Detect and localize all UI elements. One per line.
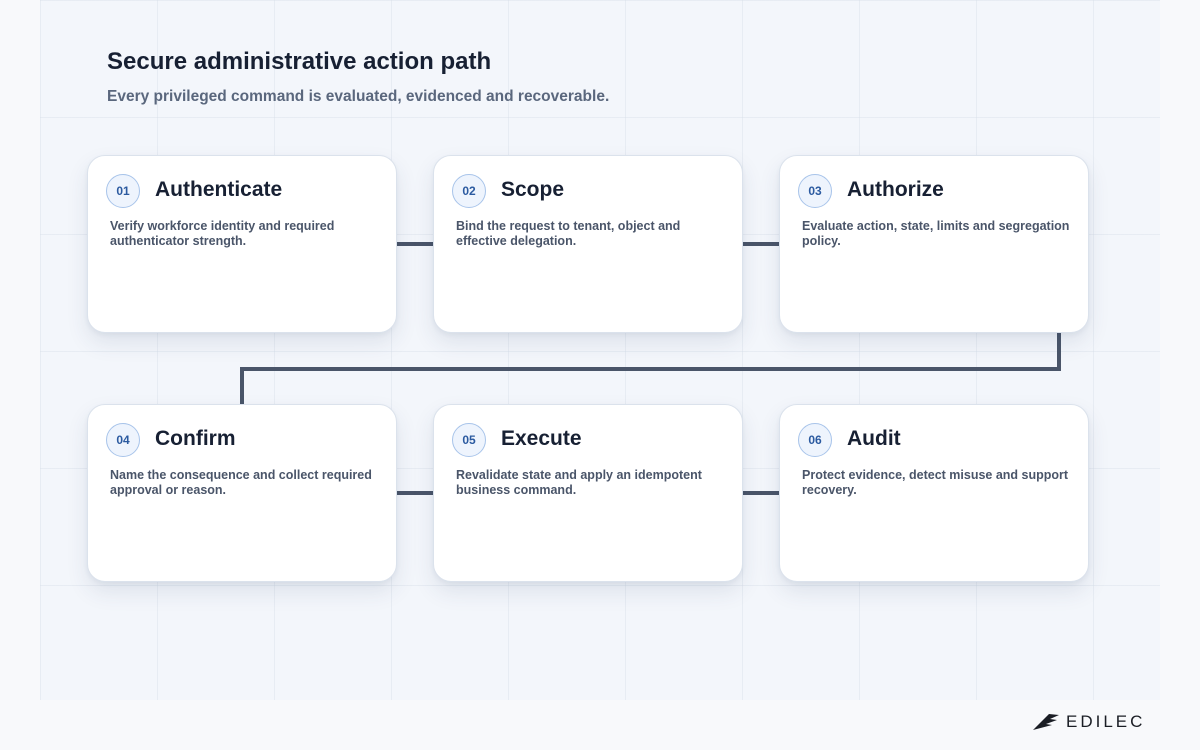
step-number-badge: 05	[452, 423, 486, 457]
step-title: Authorize	[847, 178, 944, 201]
edilec-logo: EDILEC	[1032, 711, 1145, 733]
step-title: Execute	[501, 427, 582, 450]
step-title: Scope	[501, 178, 565, 201]
step-description: Verify workforce identity and required a…	[110, 219, 335, 248]
step-description: Evaluate action, state, limits and segre…	[802, 219, 1070, 248]
step-description: Name the consequence and collect require…	[110, 468, 372, 497]
step-description: Protect evidence, detect misuse and supp…	[802, 468, 1069, 497]
page-title: Secure administrative action path	[107, 48, 492, 75]
step-card-authorize: 03 Authorize Evaluate action, state, lim…	[779, 155, 1089, 333]
step-card-scope: 02 Scope Bind the request to tenant, obj…	[433, 155, 743, 333]
step-card-confirm: 04 Confirm Name the consequence and coll…	[87, 404, 397, 582]
step-card-execute: 05 Execute Revalidate state and apply an…	[433, 404, 743, 582]
page-subtitle: Every privileged command is evaluated, e…	[107, 88, 610, 105]
step-number-badge: 01	[106, 174, 140, 208]
step-card-authenticate: 01 Authenticate Verify workforce identit…	[87, 155, 397, 333]
step-title: Authenticate	[155, 178, 283, 201]
step-title: Audit	[847, 427, 901, 450]
edilec-wing-logo-icon	[1033, 714, 1059, 730]
step-number-badge: 06	[798, 423, 832, 457]
step-description: Revalidate state and apply an idempotent…	[456, 468, 702, 497]
connector-03-04	[240, 333, 1061, 405]
step-number-badge: 02	[452, 174, 486, 208]
step-card-audit: 06 Audit Protect evidence, detect misuse…	[779, 404, 1089, 582]
step-number-badge: 04	[106, 423, 140, 457]
diagram-background	[40, 0, 1160, 700]
step-number-badge: 03	[798, 174, 832, 208]
step-description: Bind the request to tenant, object and e…	[456, 219, 681, 248]
logo-text: EDILEC	[1066, 712, 1146, 731]
step-title: Confirm	[155, 427, 236, 450]
